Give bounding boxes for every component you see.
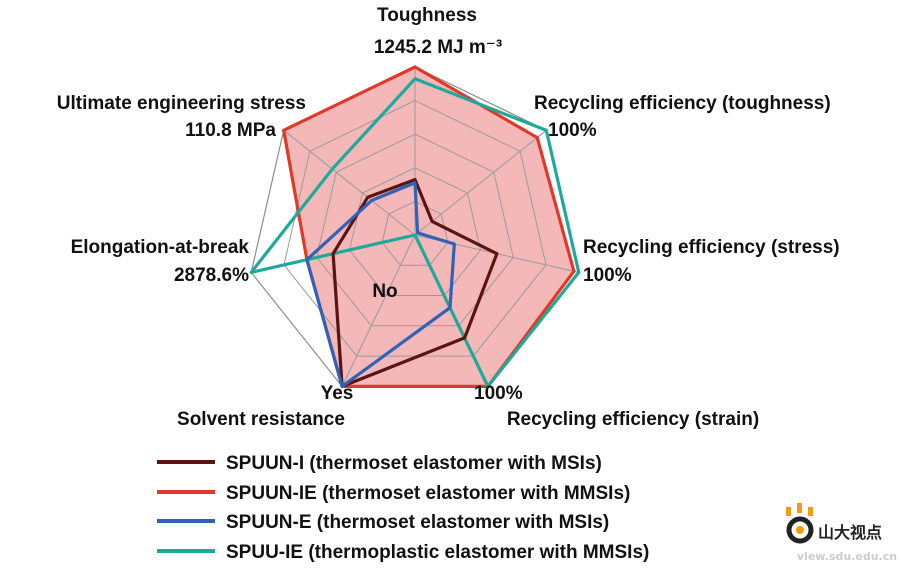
axis-label-ultimate-stress: Ultimate engineering stress — [57, 93, 306, 114]
axis-max-recycling-strain: 100% — [474, 383, 523, 404]
radar-ring-1 — [381, 200, 449, 266]
watermark-url: view.sdu.edu.cn — [797, 550, 897, 563]
series-line-1 — [282, 65, 576, 388]
axis-label-recycling-stress: Recycling efficiency (stress) — [583, 237, 840, 258]
radar-spoke-overlay-6 — [283, 129, 416, 236]
axis-min-solvent-resistance: No — [372, 281, 397, 302]
legend-label-spuun-i: SPUUN-I (thermoset elastomer with MSIs) — [226, 453, 602, 474]
series-line-3 — [249, 77, 581, 388]
radar-spoke-overlay-4 — [341, 234, 416, 387]
axis-max-solvent-resistance: Yes — [321, 383, 354, 404]
series-line-0 — [331, 178, 499, 388]
legend-label-spuu-ie: SPUU-IE (thermoplastic elastomer with MM… — [226, 542, 649, 563]
radar-ring-3 — [316, 133, 514, 327]
axis-max-recycling-stress: 100% — [583, 265, 632, 286]
axis-max-ultimate-stress: 110.8 MPa — [185, 120, 276, 141]
watermark: 山大视点 view.sdu.edu.cn — [786, 503, 897, 563]
legend-label-spuun-ie: SPUUN-IE (thermoset elastomer with MMSIs… — [226, 483, 630, 504]
series-line-2 — [305, 181, 456, 388]
axis-label-recycling-toughness: Recycling efficiency (toughness) — [534, 93, 831, 114]
axis-label-solvent-resistance: Solvent resistance — [177, 409, 345, 430]
axis-label-toughness: Toughness — [377, 5, 477, 26]
axis-max-toughness: 1245.2 MJ m⁻³ — [374, 37, 502, 58]
legend-label-spuun-e: SPUUN-E (thermoset elastomer with MSIs) — [226, 512, 609, 533]
axis-label-recycling-strain: Recycling efficiency (strain) — [507, 409, 759, 430]
radar-series — [249, 65, 581, 388]
legend: SPUUN-I (thermoset elastomer with MSIs) … — [157, 453, 649, 563]
watermark-title: 山大视点 — [818, 523, 882, 542]
axis-max-recycling-toughness: 100% — [548, 120, 597, 141]
axis-max-elongation: 2878.6% — [174, 265, 249, 286]
radar-ring-2 — [348, 167, 482, 296]
radar-spoke-overlay-1 — [414, 129, 547, 236]
axis-label-elongation: Elongation-at-break — [71, 237, 250, 258]
sdu-logo-icon — [786, 503, 814, 544]
